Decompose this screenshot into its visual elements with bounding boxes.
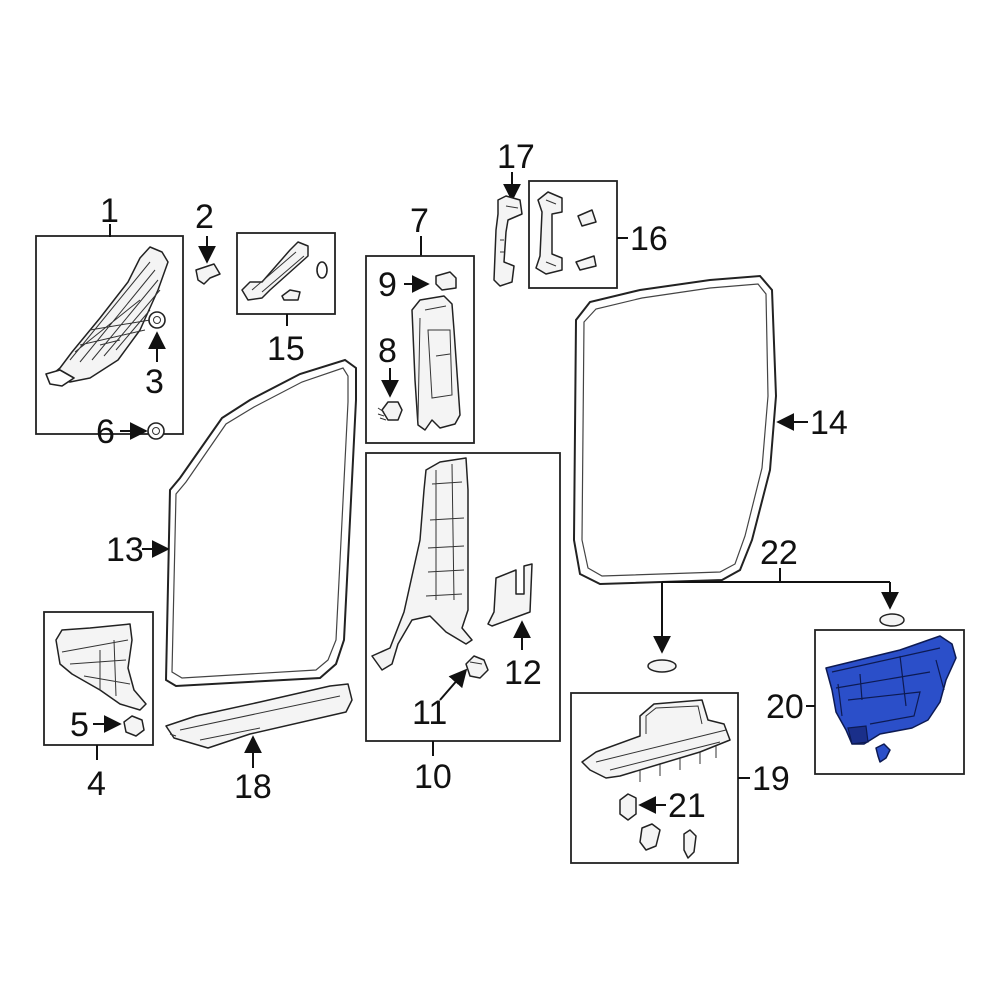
rear-quarter-trim-20-highlighted: [825, 635, 957, 745]
scuff-plate-18: [165, 683, 353, 749]
part-group-18[interactable]: 18: [165, 683, 353, 806]
callout-10: 10: [414, 758, 452, 796]
clip-2: [195, 263, 221, 285]
callout-13: 13: [106, 531, 144, 569]
callout-8: 8: [378, 332, 397, 370]
leader-11: [439, 668, 468, 701]
part-group-3[interactable]: 3: [145, 311, 166, 401]
part-group-8[interactable]: 8: [377, 332, 403, 421]
callout-21: 21: [668, 787, 706, 825]
cover-16-top: [577, 209, 597, 227]
part-group-10[interactable]: 10: [365, 452, 561, 796]
a-pillar-trim: [47, 246, 169, 383]
callout-17: 17: [497, 138, 535, 176]
part-16-box: [528, 180, 618, 289]
part-4-box: [43, 611, 154, 746]
rear-door-seal-outer: [572, 274, 778, 586]
clip-5: [123, 715, 145, 737]
rear-door-seal-inner: [581, 283, 769, 577]
callout-16: 16: [630, 220, 668, 258]
b-pillar-upper-detail: [417, 305, 453, 421]
scuff-plate-19-clips: [639, 746, 717, 782]
front-door-seal-outer: [164, 358, 357, 688]
part-group-4[interactable]: 5 4: [43, 611, 154, 803]
scuff-plate-19: [581, 699, 731, 779]
rear-quarter-trim-20-lower: [847, 725, 869, 745]
plug-22-right: [879, 613, 905, 627]
callout-2: 2: [195, 198, 214, 236]
callout-19: 19: [752, 760, 790, 798]
part-group-6[interactable]: 6: [96, 413, 165, 451]
grab-handle-16: [535, 191, 563, 275]
part-group-16[interactable]: 16: [528, 180, 668, 289]
plug-22-left: [647, 659, 677, 673]
b-pillar-lower-trim-10: [371, 457, 473, 671]
callout-7: 7: [410, 202, 429, 240]
scuff-plate-19-detail: [595, 705, 727, 771]
clip-9: [435, 271, 457, 291]
part-10-box: [365, 452, 561, 742]
part-group-17[interactable]: 17: [493, 138, 535, 287]
part-group-13[interactable]: 13: [106, 358, 357, 688]
clip-8: [381, 401, 403, 421]
clip-21: [619, 793, 637, 821]
clip-nut-3: [148, 311, 166, 329]
bracket-17-detail: [500, 205, 519, 253]
part-group-1[interactable]: 1: [35, 192, 184, 435]
kick-panel-4: [55, 623, 147, 711]
part-20-box: [814, 629, 965, 775]
callout-6: 6: [96, 413, 115, 451]
callout-22: 22: [760, 534, 798, 572]
clip-19-b: [683, 829, 697, 859]
callout-4: 4: [87, 765, 106, 803]
grab-handle-15-detail: [251, 251, 305, 293]
rear-quarter-trim-20-detail: [831, 647, 945, 725]
b-pillar-lower-detail: [425, 463, 465, 601]
cover-16-bottom: [575, 255, 597, 271]
callout-11: 11: [412, 694, 447, 732]
callout-12: 12: [504, 654, 542, 692]
part-group-11[interactable]: 11: [412, 655, 489, 732]
callout-14: 14: [810, 404, 848, 442]
clip-nut-3-hole: [153, 316, 161, 324]
a-pillar-bottom-tab: [45, 369, 75, 387]
clip-nut-6-hole: [152, 427, 160, 435]
clip-19-a: [639, 823, 661, 851]
cover-15: [281, 289, 301, 301]
clip-nut-6: [147, 422, 165, 440]
part-group-22[interactable]: 22: [647, 534, 905, 673]
part-group-2[interactable]: 2: [195, 198, 221, 285]
scuff-plate-18-detail: [169, 695, 341, 741]
part-group-19[interactable]: 21 19: [570, 692, 790, 864]
callout-15: 15: [267, 330, 305, 368]
callout-18: 18: [234, 768, 272, 806]
part-group-7[interactable]: 7: [365, 202, 475, 444]
part-group-12[interactable]: 12: [487, 563, 542, 692]
grab-handle-16-detail: [545, 199, 557, 267]
a-pillar-texture: [69, 261, 161, 363]
front-door-seal-inner: [171, 367, 349, 679]
callout-3: 3: [145, 363, 164, 401]
callout-20: 20: [766, 688, 804, 726]
pad-12: [487, 563, 533, 627]
clip-11-detail: [469, 661, 483, 665]
kick-panel-4-detail: [61, 639, 131, 697]
part-group-14[interactable]: 14: [572, 274, 848, 586]
cap-15: [316, 261, 328, 279]
callout-1: 1: [100, 192, 119, 230]
part-group-9[interactable]: 9: [378, 266, 457, 304]
callout-5: 5: [70, 706, 89, 744]
clip-20: [875, 743, 891, 763]
callout-9: 9: [378, 266, 397, 304]
part-group-20[interactable]: 20: [766, 629, 965, 775]
bracket-17: [493, 195, 523, 287]
part-7-box: [365, 255, 475, 444]
clip-8-ribs: [377, 407, 387, 421]
clip-11: [465, 655, 489, 679]
part-group-15[interactable]: 15: [236, 232, 336, 368]
